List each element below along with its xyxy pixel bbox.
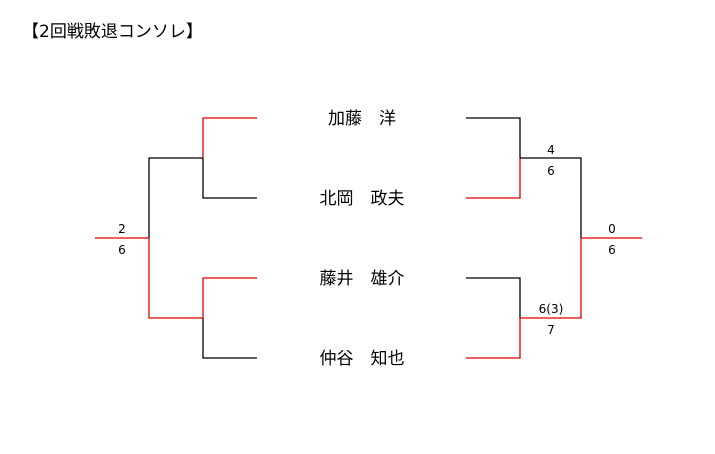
- left-semi1-bottom-line: [202, 158, 257, 199]
- player-name-4: 仲谷 知也: [319, 349, 405, 369]
- right-final-top-line: [520, 157, 582, 238]
- right-final-bottom-score: 6: [608, 243, 616, 257]
- left-final-bottom-line: [148, 238, 203, 319]
- player-name-1: 加藤 洋: [328, 109, 396, 129]
- player-name-2: 北岡 政夫: [319, 189, 405, 209]
- left-final-bottom-score: 6: [118, 243, 126, 257]
- right-semi1-top-score: 4: [547, 143, 555, 157]
- page-title: 【2回戦敗退コンソレ】: [22, 22, 203, 42]
- right-semi2-bottom-score: 7: [547, 323, 555, 337]
- player-name-3: 藤井 雄介: [319, 269, 405, 289]
- left-semi1-top-line: [202, 117, 257, 158]
- left-final-top-score: 2: [118, 222, 126, 236]
- right-semi2-top-line: [466, 277, 521, 318]
- right-final-top-score: 0: [608, 222, 616, 236]
- right-semi1-bottom-score: 6: [547, 164, 555, 178]
- right-semi1-top-line: [466, 117, 521, 158]
- right-semi2-top-score: 6(3): [538, 302, 564, 316]
- right-semi1-bottom-line: [466, 158, 521, 199]
- right-semi2-bottom-line: [466, 318, 521, 359]
- left-semi2-top-line: [202, 277, 257, 318]
- left-final-top-line: [148, 157, 203, 238]
- right-final-bottom-line: [520, 238, 582, 319]
- left-semi2-bottom-line: [202, 318, 257, 359]
